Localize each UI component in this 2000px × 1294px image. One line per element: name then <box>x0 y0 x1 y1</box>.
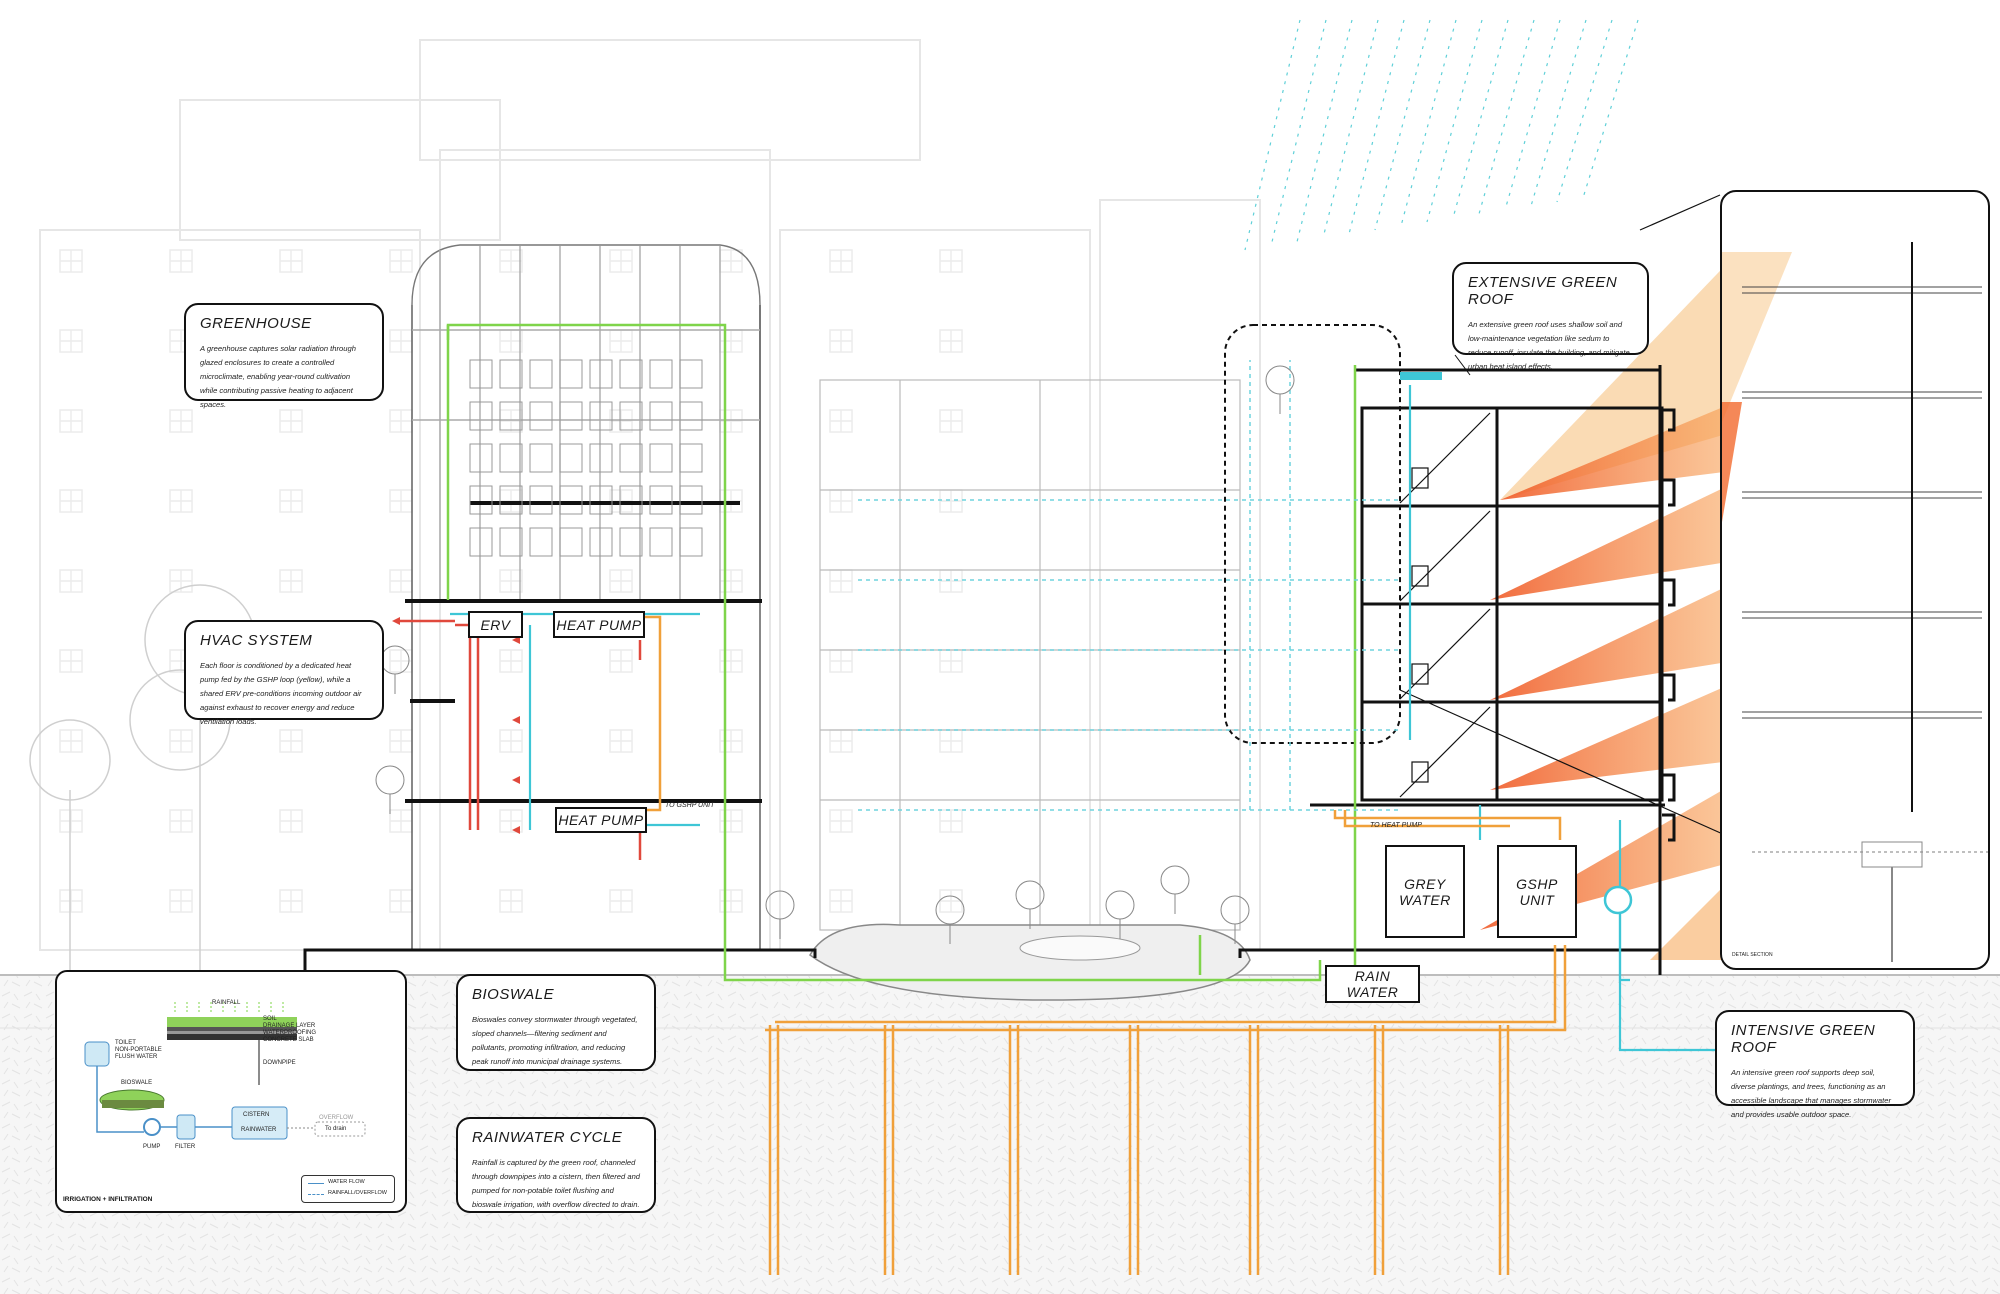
hvac-title: HVAC SYSTEM <box>200 632 313 649</box>
mini-toilet-label: TOILET <box>115 1040 136 1046</box>
rainwater-mini-diagram: RAINFALL SOIL DRAINAGE LAYER WATERPROOFI… <box>55 970 407 1213</box>
intensive-roof-callout: INTENSIVE GREEN ROOF An intensive green … <box>1715 1010 1915 1119</box>
sun-ray-2 <box>1490 480 1740 600</box>
erv-box: ERV <box>468 611 523 638</box>
intensive-roof-title: INTENSIVE GREEN ROOF <box>1731 1022 1876 1056</box>
rainwater-body: Rainfall is captured by the green roof, … <box>472 1158 641 1209</box>
legend-rain-line <box>308 1194 324 1195</box>
mini-soil-label: SOIL <box>263 1016 277 1022</box>
right-building <box>1310 365 1665 950</box>
mini-bioswale-label: BIOSWALE <box>121 1080 153 1086</box>
mini-filter-label: FILTER <box>175 1144 196 1150</box>
zoom-frame <box>1224 324 1401 744</box>
heat-pump-upper-box: HEAT PUMP <box>553 611 645 638</box>
grey-water-box: GREY WATER <box>1385 845 1465 938</box>
rain-water-box: RAIN WATER <box>1325 965 1420 1003</box>
mini-waterproofing-label: WATERPROOFING <box>263 1030 316 1036</box>
bioswale-body: Bioswales convey stormwater through vege… <box>472 1015 638 1066</box>
mini-caption: IRRIGATION + INFILTRATION <box>63 1196 153 1203</box>
bioswale-title: BIOSWALE <box>472 986 555 1003</box>
planters <box>375 365 1295 944</box>
intensive-roof-body: An intensive green roof supports deep so… <box>1731 1068 1891 1119</box>
mini-slab-label: CONCRETE SLAB <box>263 1037 314 1043</box>
cyan-dashed-feeds <box>858 360 1400 811</box>
mini-to-drain-label: To drain <box>325 1126 347 1132</box>
right-building-stairs <box>1399 412 1491 798</box>
bioswale-pond <box>1019 935 1141 961</box>
courtyard-terraces <box>819 379 1241 931</box>
ground-slabs <box>303 948 1662 975</box>
geothermal-piles <box>768 1025 1510 1275</box>
mini-rainfall-label: RAINFALL <box>212 1000 241 1006</box>
legend-rain-label: RAINFALL/OVERFLOW <box>328 1190 387 1196</box>
extensive-roof-body: An extensive green roof uses shallow soi… <box>1468 320 1630 371</box>
mini-cistern-label: CISTERN <box>243 1112 270 1118</box>
rain-lines <box>1244 19 1639 251</box>
mini-legend: WATER FLOW RAINFALL/OVERFLOW <box>301 1175 395 1203</box>
sun-ray-1 <box>1500 400 1740 500</box>
mini-pump-label: PUMP <box>143 1144 161 1150</box>
detail-section-label: DETAIL SECTION <box>1732 952 1773 958</box>
rainwater-callout: RAINWATER CYCLE Rainfall is captured by … <box>456 1117 656 1213</box>
greenhouse-title: GREENHOUSE <box>200 315 312 332</box>
sun-ray-3 <box>1490 580 1740 700</box>
cistern-pump-circle <box>1603 885 1633 915</box>
greenhouse-shelves <box>469 359 703 557</box>
greenhouse-callout: GREENHOUSE A greenhouse captures solar r… <box>184 303 384 409</box>
extensive-roof-title: EXTENSIVE GREEN ROOF <box>1468 274 1618 308</box>
gshp-unit-box: GSHP UNIT <box>1497 845 1577 938</box>
mini-flush2-label: FLUSH WATER <box>115 1054 158 1060</box>
bioswale-callout: BIOSWALE Bioswales convey stormwater thr… <box>456 974 656 1071</box>
mini-overflow-label: OVERFLOW <box>319 1115 354 1121</box>
red-pipe <box>400 619 642 860</box>
sun-ray-4 <box>1490 680 1740 790</box>
mini-diagram-drawing <box>84 1002 366 1140</box>
heat-pump-lower-box: HEAT PUMP <box>555 807 647 833</box>
detail-section-panel: DETAIL SECTION <box>1720 190 1990 970</box>
greenhouse-body: A greenhouse captures solar radiation th… <box>200 344 356 409</box>
legend-water-label: WATER FLOW <box>328 1179 365 1185</box>
greenhouse-building <box>411 244 761 950</box>
red-arrows <box>392 617 520 834</box>
balcony-brackets <box>1662 408 1676 842</box>
green-pipe <box>446 323 1357 982</box>
rainwater-title: RAINWATER CYCLE <box>472 1129 623 1146</box>
mini-drainage-label: DRAINAGE LAYER <box>263 1023 316 1029</box>
sun-ray-6 <box>1650 870 1740 960</box>
greenhouse-floor-slabs <box>405 501 762 803</box>
to-gshp-note: TO GSHP UNIT <box>665 802 715 809</box>
to-heat-pump-note: TO HEAT PUMP <box>1370 822 1422 829</box>
roof-drain-cyan <box>1400 372 1442 380</box>
detail-section-drawing <box>1722 242 1988 962</box>
hvac-callout: HVAC SYSTEM Each floor is conditioned by… <box>184 620 384 726</box>
hvac-body: Each floor is conditioned by a dedicated… <box>200 661 362 726</box>
extensive-roof-callout: EXTENSIVE GREEN ROOF An extensive green … <box>1452 262 1649 371</box>
mini-rainwater-label: RAINWATER <box>241 1127 277 1133</box>
mini-flush-label: NON-PORTABLE <box>115 1047 162 1053</box>
legend-water-line <box>308 1183 324 1184</box>
mini-downpipe-label: DOWNPIPE <box>263 1060 296 1066</box>
